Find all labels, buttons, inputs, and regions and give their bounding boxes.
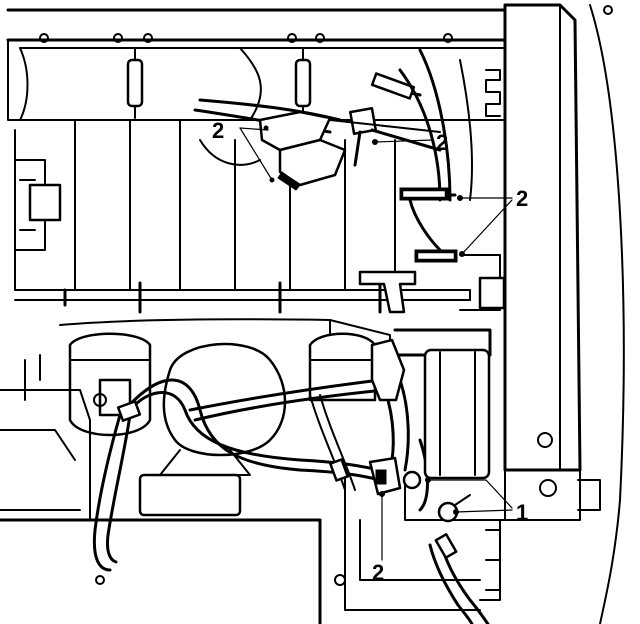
frame-bolt-holes: [39, 5, 613, 43]
callout-1: 1: [516, 500, 528, 525]
alternator: [368, 328, 506, 523]
callout-2-top-left: 2: [212, 118, 224, 143]
callout-leaders: [239, 125, 513, 561]
right-fender-panel: [485, 3, 625, 624]
callout-labels: 2 2 2 1 2: [212, 118, 528, 585]
callout-2-right: 2: [516, 186, 528, 211]
callout-2-bottom: 2: [372, 560, 384, 585]
upper-hoses: [193, 48, 473, 202]
right-connectors: [399, 187, 506, 311]
lower-box: [0, 469, 501, 624]
top-frame-rail: [6, 5, 613, 121]
top-connector-cluster: [258, 107, 442, 191]
mid-bracket: [358, 270, 471, 314]
fuse-holders: [126, 47, 312, 119]
callout-2-top-middle: 2: [436, 130, 448, 155]
